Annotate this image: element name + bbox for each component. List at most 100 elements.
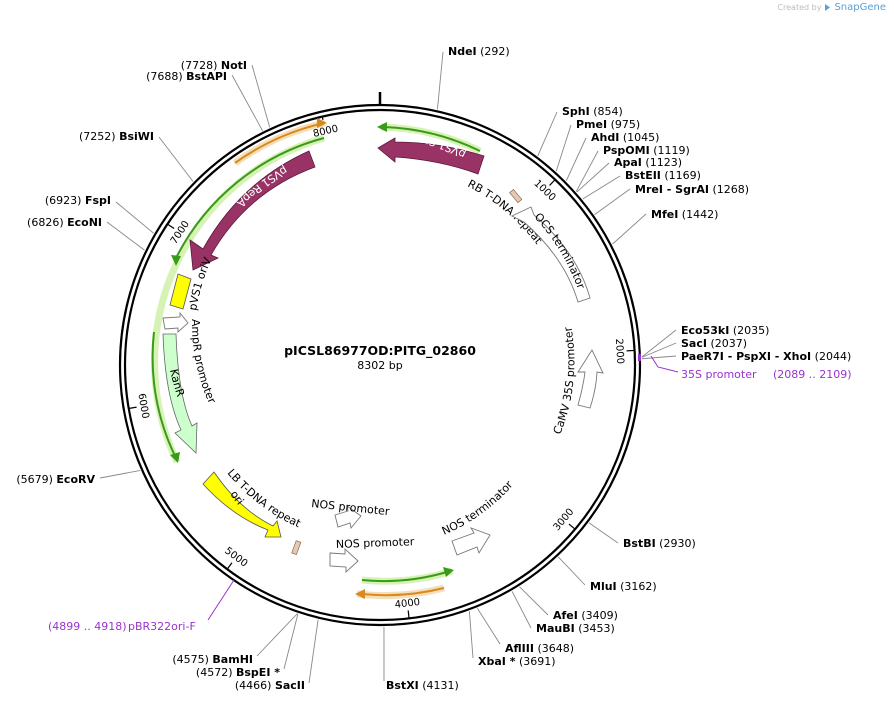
feature-nos-promoter-1[interactable]: NOS promoter: [311, 497, 391, 530]
orf-arc-statA: [383, 126, 481, 152]
site-name: EcoRV: [56, 473, 95, 486]
site-position: (6826): [27, 216, 64, 229]
feature-pvs1-repa-shape: [189, 150, 316, 271]
site-leader: [256, 613, 298, 657]
restriction-site[interactable]: (4575) BamHI: [172, 613, 298, 666]
orf-arc-orange-top: [234, 123, 321, 164]
site-name: Eco53kI: [681, 324, 729, 337]
site-label: AfeI (3409): [553, 609, 618, 622]
site-position: (1442): [682, 208, 719, 221]
site-label: PmeI (975): [576, 118, 640, 131]
site-label: MauBI (3453): [536, 622, 615, 635]
site-name: BstEII: [625, 169, 661, 182]
site-name: NdeI: [448, 45, 477, 58]
feature-nos-promoter-2-shape: [329, 547, 359, 574]
site-position: (2930): [659, 537, 696, 550]
site-leader: [641, 355, 677, 360]
restriction-site[interactable]: Eco53kI (2035): [641, 324, 770, 358]
feature-lb-t-dna-repeat-shape: [291, 540, 302, 556]
site-position: (3691): [519, 655, 556, 668]
restriction-site[interactable]: MluI (3162): [557, 556, 657, 593]
restriction-site[interactable]: BstEII (1169): [582, 169, 701, 200]
restriction-site[interactable]: ApaI (1123): [576, 156, 682, 193]
restriction-site[interactable]: SphI (854): [537, 105, 623, 157]
feature-nos-terminator[interactable]: NOS terminator: [440, 478, 516, 556]
tick-mark: [568, 523, 576, 530]
restriction-site[interactable]: PmeI (975): [555, 118, 640, 172]
restriction-site[interactable]: XbaI * (3691): [468, 611, 556, 668]
feature-ampr-promoter-label: AmpR promoter: [189, 319, 219, 406]
restriction-site[interactable]: (5679) EcoRV: [16, 470, 141, 486]
site-label: PaeR7I - PspXI - XhoI (2044): [681, 350, 851, 363]
site-position: (854): [593, 105, 623, 118]
site-leader: [575, 150, 599, 192]
site-leader: [612, 213, 647, 245]
restriction-site[interactable]: (4572) BspEI *: [196, 613, 299, 679]
site-label: Eco53kI (2035): [681, 324, 769, 337]
site-position: (292): [480, 45, 510, 58]
restriction-site[interactable]: NdeI (292): [436, 45, 510, 110]
site-position: (3648): [537, 642, 574, 655]
restriction-site[interactable]: MreI - SgrAI (1268): [594, 183, 749, 216]
restriction-site[interactable]: BstXI (4131): [383, 626, 459, 692]
orf-arc-kanr: [151, 331, 176, 457]
primer-pbr322ori[interactable]: (4899 .. 4918) pBR322ori-F: [48, 579, 235, 633]
tick-mark: [128, 406, 137, 410]
plasmid-name: pICSL86977OD:PITG_02860: [284, 343, 476, 359]
site-name: BamHI: [212, 653, 253, 666]
site-name: MauBI: [536, 622, 575, 635]
site-label: AflIII (3648): [505, 642, 574, 655]
primer-pbr322ori-name: pBR322ori-F: [128, 620, 196, 633]
feature-nos-terminator-label: NOS terminator: [440, 478, 516, 538]
tick-label: 5000: [222, 545, 249, 569]
restriction-site[interactable]: (7252) BsiWI: [79, 130, 194, 182]
restriction-site[interactable]: PspOMI (1119): [575, 144, 690, 192]
site-name: BstAPI: [186, 70, 227, 83]
restriction-site[interactable]: BstBI (2930): [588, 522, 696, 550]
site-leader: [594, 188, 631, 216]
restriction-site[interactable]: MauBI (3453): [511, 591, 615, 635]
restriction-site[interactable]: (6923) FspI: [45, 194, 154, 234]
restriction-site[interactable]: MfeI (1442): [612, 208, 719, 245]
primer-35s-mark: [638, 354, 641, 361]
feature-pvs1-oriv-label: pVS1 oriV: [186, 255, 214, 311]
restriction-site[interactable]: AfeI (3409): [519, 586, 618, 622]
site-name: PspOMI: [603, 144, 650, 157]
site-position: (975): [611, 118, 641, 131]
primer-35s[interactable]: 35S promoter (2089 .. 2109): [638, 354, 852, 381]
site-position: (1045): [623, 131, 660, 144]
restriction-site[interactable]: AhdI (1045): [565, 131, 660, 181]
feature-ampr-promoter-shape: [162, 311, 189, 334]
feature-camv-35s-promoter[interactable]: CaMV 35S promoter: [551, 325, 604, 436]
restriction-site[interactable]: (4466) SacII: [235, 619, 319, 692]
feature-nos-promoter-1-shape: [334, 504, 362, 530]
site-label: BstEII (1169): [625, 169, 701, 182]
site-position: (5679): [16, 473, 53, 486]
site-label: (7252) BsiWI: [79, 130, 154, 143]
site-position: (7728): [181, 59, 218, 72]
orf-arc-repA: [175, 137, 325, 259]
restriction-site[interactable]: SacI (2037): [641, 337, 747, 358]
created-by-text: Created by: [777, 3, 822, 12]
site-label: (6923) FspI: [45, 194, 111, 207]
plasmid-size: 8302 bp: [357, 359, 402, 372]
restriction-site[interactable]: PaeR7I - PspXI - XhoI (2044): [641, 350, 851, 363]
site-leader: [565, 137, 587, 181]
feature-nos-promoter-2[interactable]: NOS promoter: [329, 535, 415, 574]
site-leader: [476, 608, 501, 645]
site-label: (5679) EcoRV: [16, 473, 95, 486]
site-name: MreI - SgrAI: [635, 183, 709, 196]
feature-pvs1-staa[interactable]: pVS1 StaA: [377, 129, 485, 175]
restriction-site[interactable]: AflIII (3648): [476, 608, 574, 655]
restriction-site[interactable]: (6826) EcoNI: [27, 216, 145, 251]
site-label: (4575) BamHI: [172, 653, 253, 666]
restriction-site[interactable]: (7728) NotI: [181, 59, 271, 128]
restriction-site[interactable]: (7688) BstAPI: [146, 70, 263, 131]
site-label: SacI (2037): [681, 337, 747, 350]
feature-pvs1-repa-label: pVS1 RepA: [234, 163, 290, 209]
site-name: PmeI: [576, 118, 607, 131]
site-position: (7688): [146, 70, 183, 83]
site-name: AfeI: [553, 609, 578, 622]
feature-ocs-terminator[interactable]: OCS terminator: [510, 206, 591, 303]
